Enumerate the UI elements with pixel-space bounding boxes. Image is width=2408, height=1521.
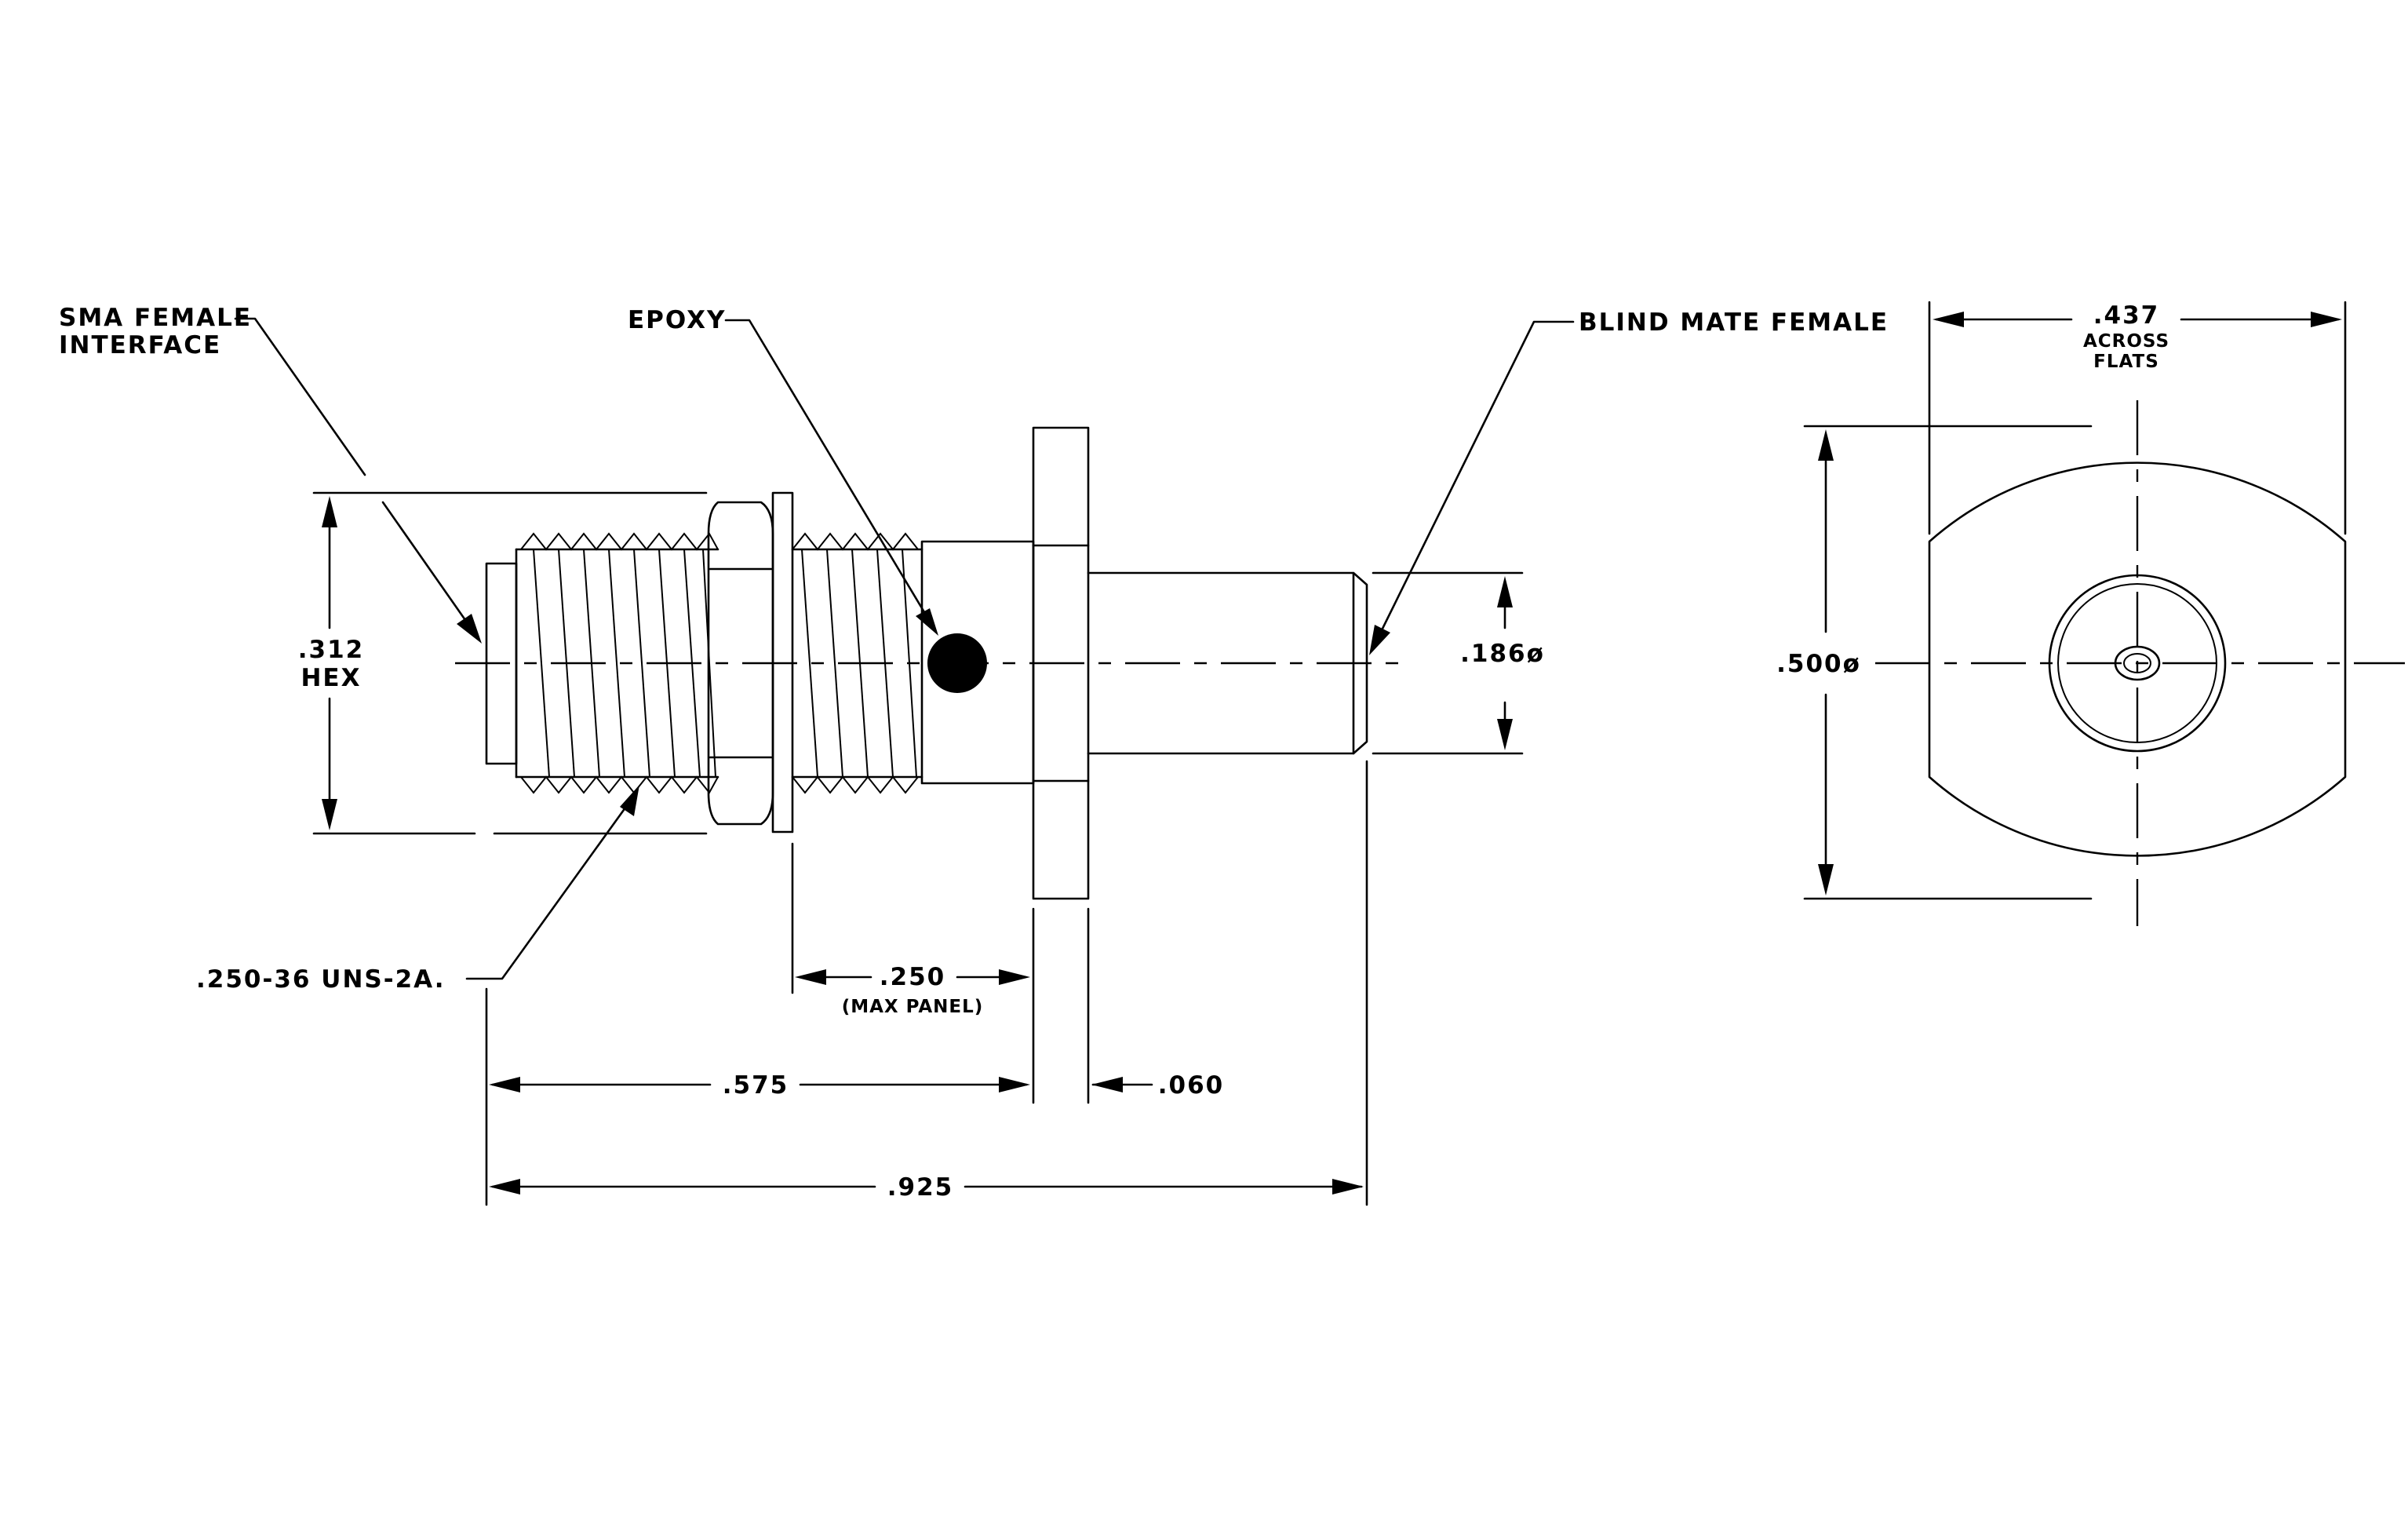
sma-callout-line2: INTERFACE <box>59 331 221 359</box>
side-dimensions: .312 HEX .186ø .250 (MAX PANEL) <box>298 491 1545 1206</box>
len-575-value: .575 <box>723 1071 789 1100</box>
blind-mate-leader-arrow <box>1369 625 1390 655</box>
pin-diameter-dimension <box>1372 571 1524 755</box>
epoxy-callout: EPOXY <box>628 306 727 334</box>
flats-dimension <box>1928 301 2347 535</box>
sma-callout-line1: SMA FEMALE <box>59 304 252 332</box>
flats-label-2: FLATS <box>2093 352 2159 372</box>
pin-diameter-value: .186ø <box>1460 640 1545 668</box>
len-060-value: .060 <box>1158 1071 1225 1100</box>
sma-leader-upper <box>234 317 366 476</box>
front-thread <box>515 532 719 794</box>
hex-unit: HEX <box>301 664 361 692</box>
blind-mate-leader <box>1379 320 1575 633</box>
panel-value: .250 <box>880 963 946 991</box>
len-575-dimension <box>489 1077 1030 1092</box>
epoxy-leader-arrow <box>916 608 938 636</box>
hex-nut <box>707 501 774 826</box>
end-view <box>1875 400 2405 926</box>
hex-dimension <box>312 491 708 835</box>
len-925-value: .925 <box>887 1173 954 1202</box>
epoxy-leader <box>724 319 926 614</box>
thread-leader <box>465 803 629 980</box>
callouts: SMA FEMALE INTERFACE EPOXY BLIND MATE FE… <box>59 304 1889 994</box>
body-diameter-dimension <box>1803 425 2093 900</box>
len-925-dimension <box>489 1179 1364 1195</box>
hex-value: .312 <box>298 636 365 664</box>
flats-label-1: ACROSS <box>2083 331 2169 352</box>
side-view <box>455 426 1401 900</box>
flats-value: .437 <box>2093 301 2160 330</box>
panel-note: (MAX PANEL) <box>842 997 984 1017</box>
sma-leader-arrow <box>457 614 482 644</box>
end-view-body <box>1928 461 2347 857</box>
len-060-dimension <box>1091 1077 1153 1092</box>
end-dimensions: .437 ACROSS FLATS .500ø <box>1776 301 2347 900</box>
blind-mate-callout: BLIND MATE FEMALE <box>1579 308 1889 337</box>
thread-callout: .250-36 UNS-2A. <box>196 965 446 994</box>
panel-dimension <box>795 969 1030 985</box>
sma-leader-lower <box>381 501 472 629</box>
thread-leader-arrow <box>620 785 639 816</box>
body-diameter-value: .500ø <box>1776 650 1861 678</box>
